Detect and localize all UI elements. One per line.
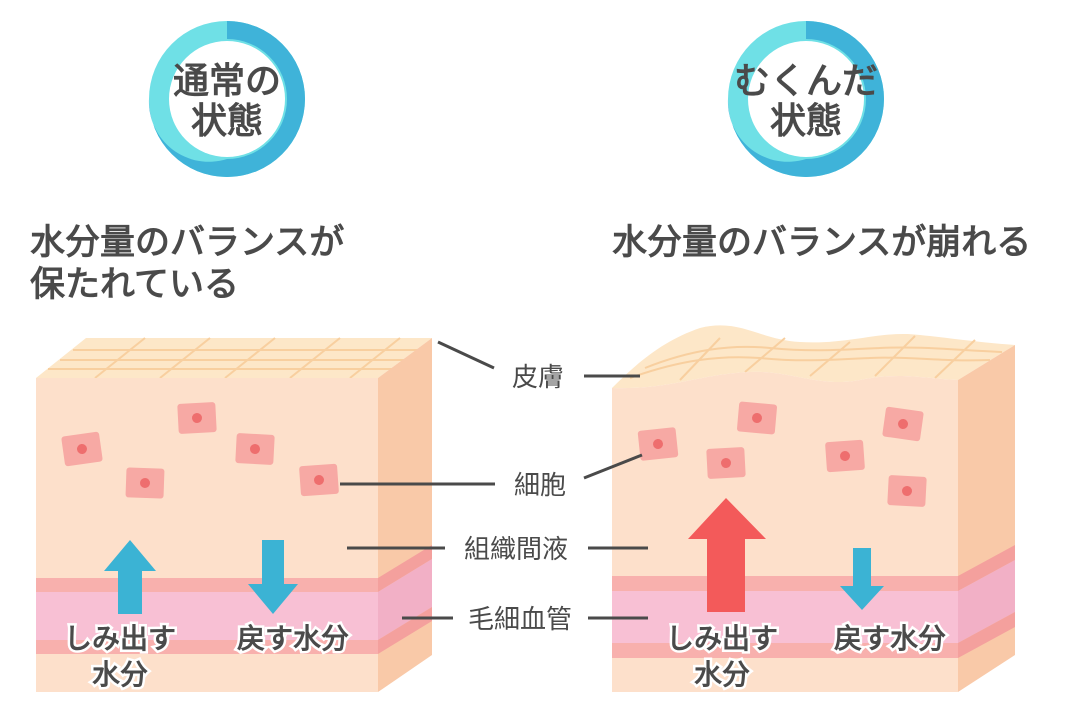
arrow-up-seepage: [104, 540, 156, 614]
label-return-normal: 戻す水分: [237, 622, 349, 655]
label-seepage-normal-line2: 水分: [92, 658, 148, 691]
badge-swollen-title: むくんだ 状態: [724, 62, 888, 142]
arrow-down-return-small: [840, 548, 884, 610]
label-seepage-normal-line1: しみ出す: [64, 622, 176, 655]
label-cell: 細胞: [514, 471, 566, 501]
skin-grid-lines-swollen: [629, 335, 1003, 381]
badge-normal-line2: 状態: [190, 101, 263, 142]
heading-normal: 水分量のバランスが 保たれている: [30, 222, 344, 306]
label-seepage-swollen-line1: しみ出す: [666, 622, 778, 655]
badge-normal-line1: 通常の: [172, 61, 281, 102]
label-interstitial-fluid: 組織間液: [464, 535, 568, 565]
badge-swollen-line2: 状態: [769, 101, 842, 142]
capillary-vessel-swollen: [612, 591, 958, 643]
arrow-up-seepage-large: [688, 498, 766, 612]
badge-normal-title: 通常の 状態: [157, 62, 297, 142]
skin-grid-lines: [48, 337, 419, 379]
heading-swollen: 水分量のバランスが崩れる: [612, 223, 1032, 263]
cells-swollen: [637, 401, 927, 507]
flow-labels: しみ出す 水分 戻す水分 しみ出す 水分 戻す水分: [61, 620, 948, 694]
label-capillary: 毛細血管: [468, 605, 572, 635]
tissue-block-swollen: [612, 325, 1015, 692]
badge-swollen: [727, 21, 884, 177]
label-return-swollen: 戻す水分: [834, 622, 946, 655]
badge-normal: [148, 21, 305, 177]
tissue-block-normal: [36, 337, 432, 692]
heading-normal-line2: 保たれている: [30, 265, 239, 305]
leader-lines: [340, 340, 648, 620]
heading-normal-line1: 水分量のバランスが: [30, 223, 345, 263]
cells-normal: [61, 402, 339, 499]
label-skin: 皮膚: [512, 363, 564, 393]
capillary-vessel: [36, 592, 378, 640]
label-seepage-swollen-line2: 水分: [694, 658, 750, 691]
vessel-wall-top: [36, 578, 378, 592]
vessel-wall-bottom: [36, 640, 378, 654]
arrow-down-return: [248, 540, 298, 614]
badge-swollen-line1: むくんだ: [733, 61, 878, 102]
structure-labels: 皮膚 細胞 組織間液 毛細血管: [464, 363, 572, 635]
skin-top-surface-swollen: [612, 325, 1015, 389]
